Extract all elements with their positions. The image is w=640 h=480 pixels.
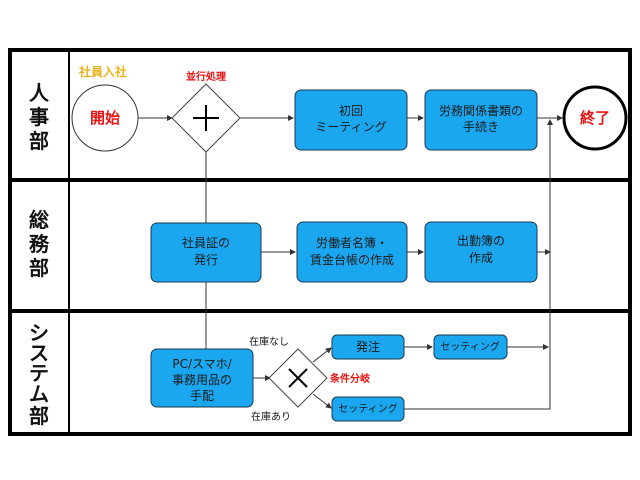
svg-text:部: 部 — [29, 256, 49, 280]
lane-label-general-affairs: 総 務 部 — [29, 208, 50, 280]
connectors — [138, 115, 563, 410]
lane-label-hr: 人 事 部 — [29, 81, 50, 153]
task-attendance[interactable]: 出勤簿の 作成 — [424, 221, 538, 283]
svg-text:労働者名簿・: 労働者名簿・ — [316, 235, 388, 250]
svg-text:手配: 手配 — [190, 389, 214, 403]
start-event[interactable]: 開始 — [71, 84, 139, 152]
svg-text:人: 人 — [29, 81, 50, 105]
svg-text:発行: 発行 — [194, 253, 218, 267]
svg-text:初回: 初回 — [339, 104, 363, 118]
svg-text:セッティング: セッティング — [338, 402, 397, 415]
svg-text:事: 事 — [29, 105, 49, 129]
svg-text:ス: ス — [29, 341, 49, 365]
conditional-label: 条件分岐 — [329, 372, 370, 385]
svg-text:テ: テ — [29, 361, 49, 385]
in-stock-label: 在庫あり — [251, 410, 291, 423]
svg-text:部: 部 — [29, 404, 49, 428]
svg-text:手続き: 手続き — [463, 120, 499, 134]
flow-xor-to-order — [312, 347, 332, 363]
end-event[interactable]: 終了 — [562, 85, 628, 151]
task-worker-roster[interactable]: 労働者名簿・ 賃金台帳の作成 — [296, 221, 408, 283]
svg-text:ミーティング: ミーティング — [315, 120, 386, 134]
svg-text:開始: 開始 — [90, 109, 120, 127]
svg-text:PC/スマホ/: PC/スマホ/ — [172, 357, 232, 371]
task-labor-docs[interactable]: 労務関係書類の 手続き — [424, 89, 538, 151]
svg-text:部: 部 — [29, 129, 49, 153]
task-equipment[interactable]: PC/スマホ/ 事務用品の 手配 — [150, 348, 254, 408]
task-id-card[interactable]: 社員証の 発行 — [150, 222, 262, 283]
svg-text:作成: 作成 — [469, 251, 493, 265]
task-first-meeting[interactable]: 初回 ミーティング — [294, 89, 408, 151]
svg-text:社員証の: 社員証の — [182, 235, 230, 250]
svg-text:総: 総 — [29, 208, 49, 232]
svg-text:出勤簿の: 出勤簿の — [457, 233, 505, 248]
task-setup-after-order[interactable]: セッティング — [433, 334, 508, 360]
svg-text:賃金台帳の作成: 賃金台帳の作成 — [310, 252, 394, 267]
no-stock-label: 在庫なし — [249, 335, 289, 348]
svg-text:労務関係書類の: 労務関係書類の — [439, 104, 523, 118]
flow-xor-to-setup — [312, 393, 332, 409]
task-setup-in-stock[interactable]: セッティング — [331, 396, 405, 422]
svg-text:務: 務 — [29, 232, 50, 256]
svg-text:セッティング: セッティング — [440, 340, 499, 353]
svg-text:ム: ム — [29, 382, 49, 406]
event-label: 社員入社 — [78, 64, 127, 79]
task-order[interactable]: 発注 — [331, 334, 405, 360]
svg-text:発注: 発注 — [356, 339, 380, 354]
svg-text:シ: シ — [29, 321, 49, 345]
flow-setup-stock-to-merge — [404, 405, 551, 410]
lane-label-system: シ ス テ ム 部 — [29, 321, 49, 428]
svg-text:終了: 終了 — [580, 109, 610, 127]
svg-text:事務用品の: 事務用品の — [172, 373, 232, 387]
parallel-gateway[interactable] — [171, 83, 241, 153]
exclusive-gateway[interactable] — [268, 348, 328, 408]
parallel-label: 並行処理 — [186, 70, 226, 83]
